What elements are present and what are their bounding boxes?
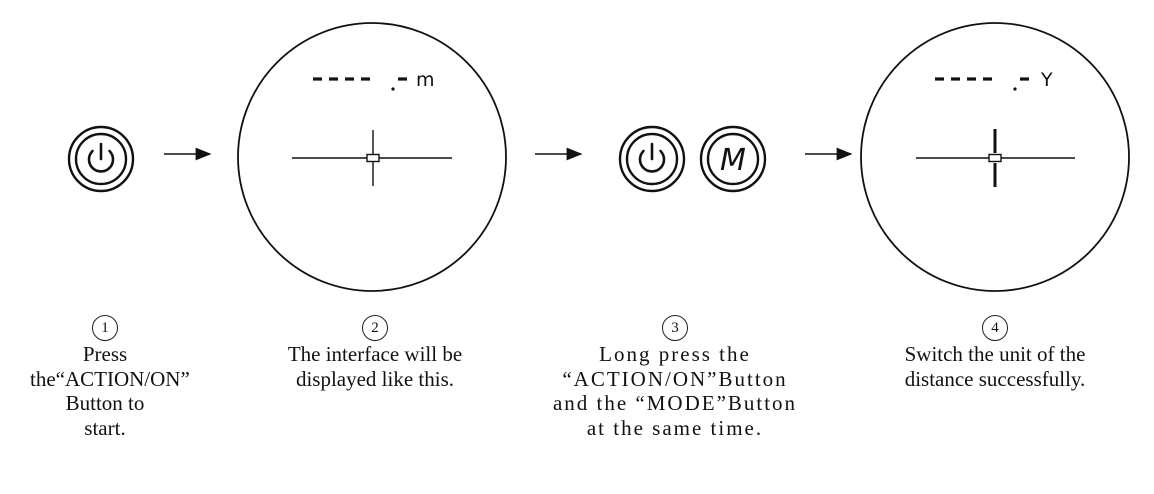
action-on-button-step1 [67,125,135,193]
caption-line: Long press the [599,342,751,366]
caption-line: Switch the unit of the [904,342,1086,366]
decimal-point [1013,87,1017,91]
power-icon [638,142,666,173]
caption-line: The interface will be [287,342,463,366]
caption-line: and the “MODE”Button [552,391,798,415]
action-on-button-step3 [618,125,686,193]
step-2-caption: 2 The interface will be displayed like t… [240,313,510,391]
caption-line: “ACTION/ON”Button [562,366,788,391]
mode-button: M [699,125,767,193]
crosshair-center [988,153,1002,163]
crosshair-center [366,153,380,163]
unit-label-meters: m [416,69,435,91]
step-number: 3 [662,315,688,341]
caption-line: distance successfully. [904,366,1086,391]
display-yards [860,22,1130,292]
caption-line: the“ACTION/ON” [30,366,190,391]
unit-label-yards: Y [1041,69,1053,91]
caption-line: start. [84,415,126,440]
caption-line: displayed like this. [295,366,455,391]
caption-line: Button to [65,391,145,415]
step-number: 2 [362,315,388,341]
step-1-caption: 1 Press the“ACTION/ON” Button to start. [30,313,190,440]
step-number: 4 [982,315,1008,341]
display-meters [237,22,507,292]
decimal-point [391,87,395,91]
step-4-caption: 4 Switch the unit of the distance succes… [855,313,1135,391]
step-3-caption: 3 Long press the “ACTION/ON”Button and t… [515,313,835,440]
caption-line: at the same time. [586,415,764,440]
caption-line: Press [82,342,128,366]
power-icon [87,142,115,173]
step-number: 1 [92,315,118,341]
mode-m-icon: M [720,143,746,178]
